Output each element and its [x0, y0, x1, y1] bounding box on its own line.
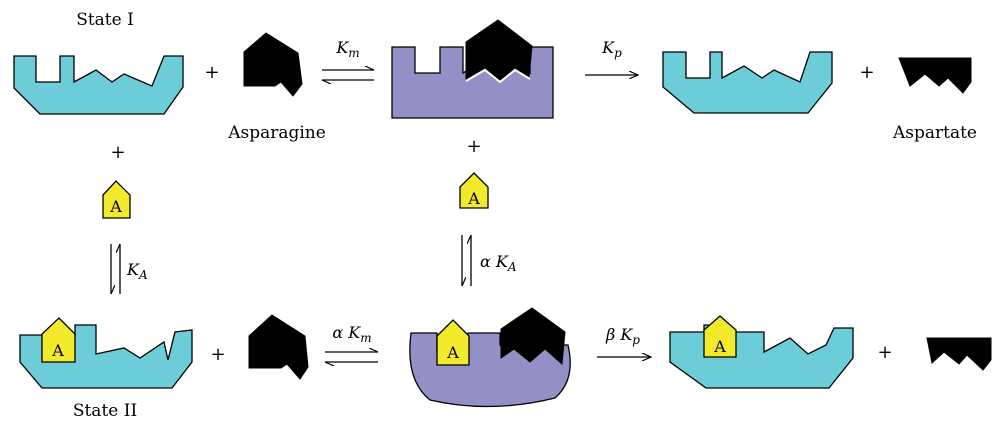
- activator-free-left: A: [102, 180, 131, 219]
- alpha-km-rate-label: α Km: [332, 323, 371, 345]
- plus-sign-1: +: [204, 62, 219, 83]
- binding-interface: [465, 68, 531, 84]
- svg-text:A: A: [51, 341, 64, 360]
- state-2-label: State II: [73, 401, 137, 421]
- svg-text:A: A: [713, 337, 726, 356]
- km-rate-label: Km: [335, 38, 359, 60]
- svg-text:A: A: [109, 197, 122, 216]
- aspartate-product-bottom: [926, 337, 992, 371]
- asparagine-substrate-bottom: [248, 314, 309, 380]
- activator-bound-state-2: A: [41, 317, 76, 363]
- plus-sign-5: +: [210, 344, 225, 365]
- plus-sign-6: +: [877, 342, 892, 363]
- bound-asparagine-bottom: [500, 307, 566, 366]
- activator-bound-complex: A: [436, 319, 470, 366]
- aspartate-label: Aspartate: [892, 123, 977, 143]
- aspartate-product: [898, 57, 972, 94]
- plus-sign-3: +: [110, 142, 125, 163]
- asparagine-substrate: [243, 32, 303, 97]
- alpha-ka-rate-label: α KA: [480, 252, 517, 274]
- kp-rate-label: Kp: [601, 38, 622, 60]
- enzyme-state-1: [13, 55, 184, 115]
- activator-free-center: A: [459, 172, 489, 209]
- plus-sign-2: +: [859, 62, 874, 83]
- svg-text:A: A: [446, 343, 459, 362]
- ka-rate-label: KA: [126, 260, 148, 282]
- svg-text:A: A: [467, 189, 480, 208]
- enzyme-released: [662, 51, 833, 114]
- state-1-label: State I: [76, 10, 134, 30]
- asparagine-label: Asparagine: [227, 123, 326, 143]
- plus-sign-4: +: [466, 136, 481, 157]
- bound-asparagine: [465, 19, 533, 81]
- beta-kp-rate-label: β Kp: [605, 325, 640, 347]
- activator-bound-released: A: [703, 315, 737, 358]
- enzyme-activated-released: [669, 324, 854, 389]
